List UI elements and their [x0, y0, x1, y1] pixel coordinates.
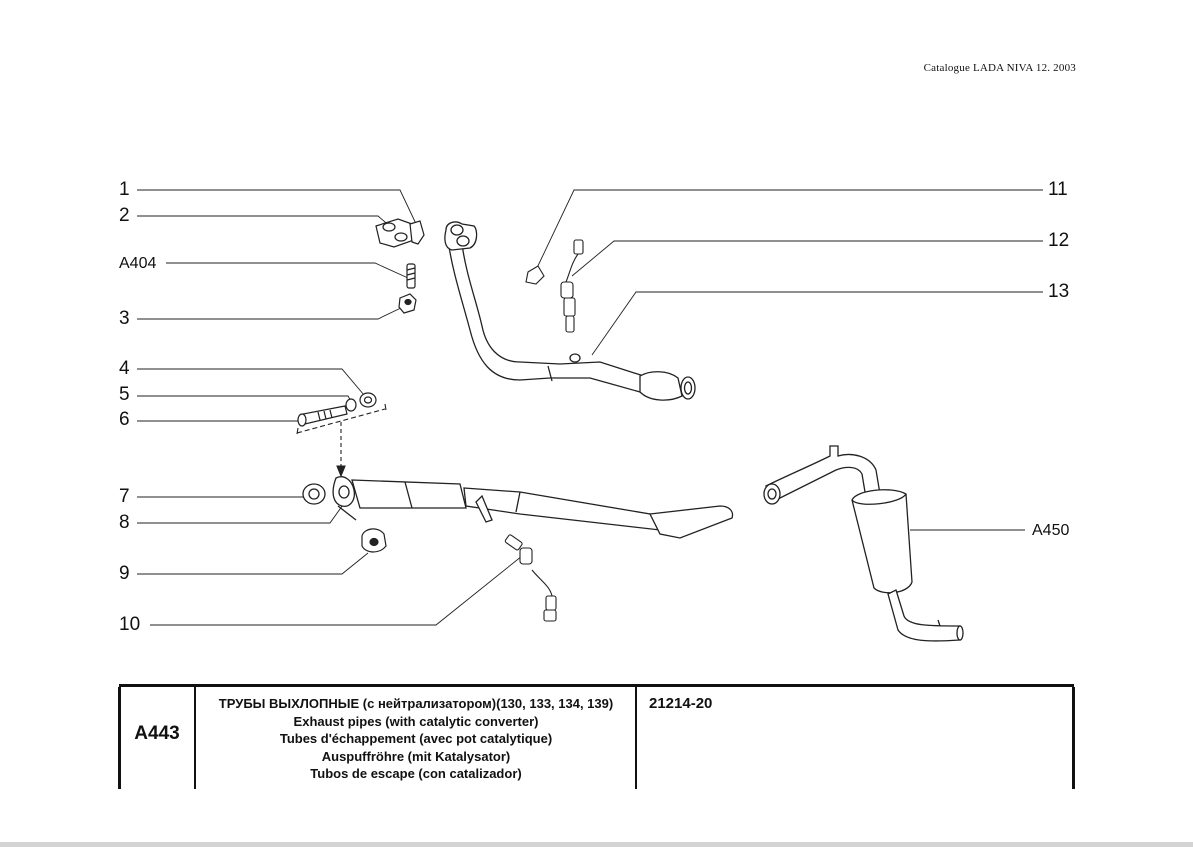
- title-spanish: Tubos de escape (con catalizador): [310, 766, 522, 781]
- callout-11: 11: [1048, 179, 1068, 200]
- title-block-divider: [194, 687, 196, 789]
- gasket-part: [375, 218, 425, 248]
- title-block-border-left: [118, 687, 121, 789]
- title-english: Exhaust pipes (with catalytic converter): [293, 713, 539, 729]
- rubber-mount: [361, 528, 387, 553]
- leader-lines: [137, 189, 1043, 626]
- assembly-indicator: [296, 403, 387, 478]
- callout-7: 7: [119, 486, 130, 507]
- title-french: Tubes d'échappement (avec pot catalytiqu…: [279, 731, 553, 746]
- illustration-code: A443: [134, 723, 180, 744]
- front-exhaust-pipe: [444, 221, 696, 401]
- nut-part: [398, 293, 417, 314]
- callout-12: 12: [1048, 230, 1070, 251]
- leader-a404: [166, 262, 409, 279]
- callout-a450: A450: [1032, 522, 1070, 539]
- callout-8: 8: [119, 512, 130, 533]
- bolt-nut-washer: [297, 392, 377, 427]
- callout-5: 5: [119, 384, 130, 405]
- illustration-titles: ТРУБЫ ВЫХЛОПНЫЕ (с нейтрализатором)(130,…: [197, 695, 635, 783]
- model-number: 21214-20: [649, 695, 713, 712]
- callout-a404: A404: [119, 255, 157, 272]
- callout-13: 13: [1048, 281, 1070, 302]
- muffler-assembly: [763, 445, 964, 642]
- clip-part: [525, 265, 545, 285]
- callout-9: 9: [119, 563, 130, 584]
- leader-5: [137, 395, 353, 404]
- stud-part: [406, 263, 416, 289]
- leader-10: [150, 555, 523, 626]
- leader-8: [137, 501, 346, 524]
- viewer-bottom-bar: [0, 842, 1193, 847]
- title-german: Auspuffröhre (mit Katalysator): [321, 748, 511, 764]
- title-block-border-right: [1072, 687, 1075, 789]
- callout-4: 4: [119, 358, 130, 379]
- leader-12: [571, 240, 1043, 277]
- callout-1: 1: [119, 179, 130, 200]
- callout-6: 6: [119, 409, 130, 430]
- oxygen-sensor-upper: [560, 239, 584, 333]
- leader-3: [137, 305, 406, 320]
- title-block: A443 ТРУБЫ ВЫХЛОПНЫЕ (с нейтрализатором)…: [118, 684, 1075, 789]
- leader-9: [137, 552, 369, 575]
- oxygen-sensor-lower: [504, 534, 557, 622]
- leader-2: [137, 215, 393, 229]
- callout-3: 3: [119, 308, 130, 329]
- catalogue-header: Catalogue LADA NIVA 12. 2003: [923, 62, 1076, 74]
- title-russian: ТРУБЫ ВЫХЛОПНЫЕ (с нейтрализатором)(130,…: [218, 696, 614, 711]
- leader-4: [137, 368, 365, 396]
- title-block-divider: [635, 687, 637, 789]
- leader-13: [591, 291, 1043, 356]
- leader-1: [137, 189, 419, 229]
- leader-11: [535, 189, 1043, 271]
- callout-2: 2: [119, 205, 130, 226]
- catalyst-pipe: [302, 476, 734, 539]
- callout-10: 10: [119, 614, 141, 635]
